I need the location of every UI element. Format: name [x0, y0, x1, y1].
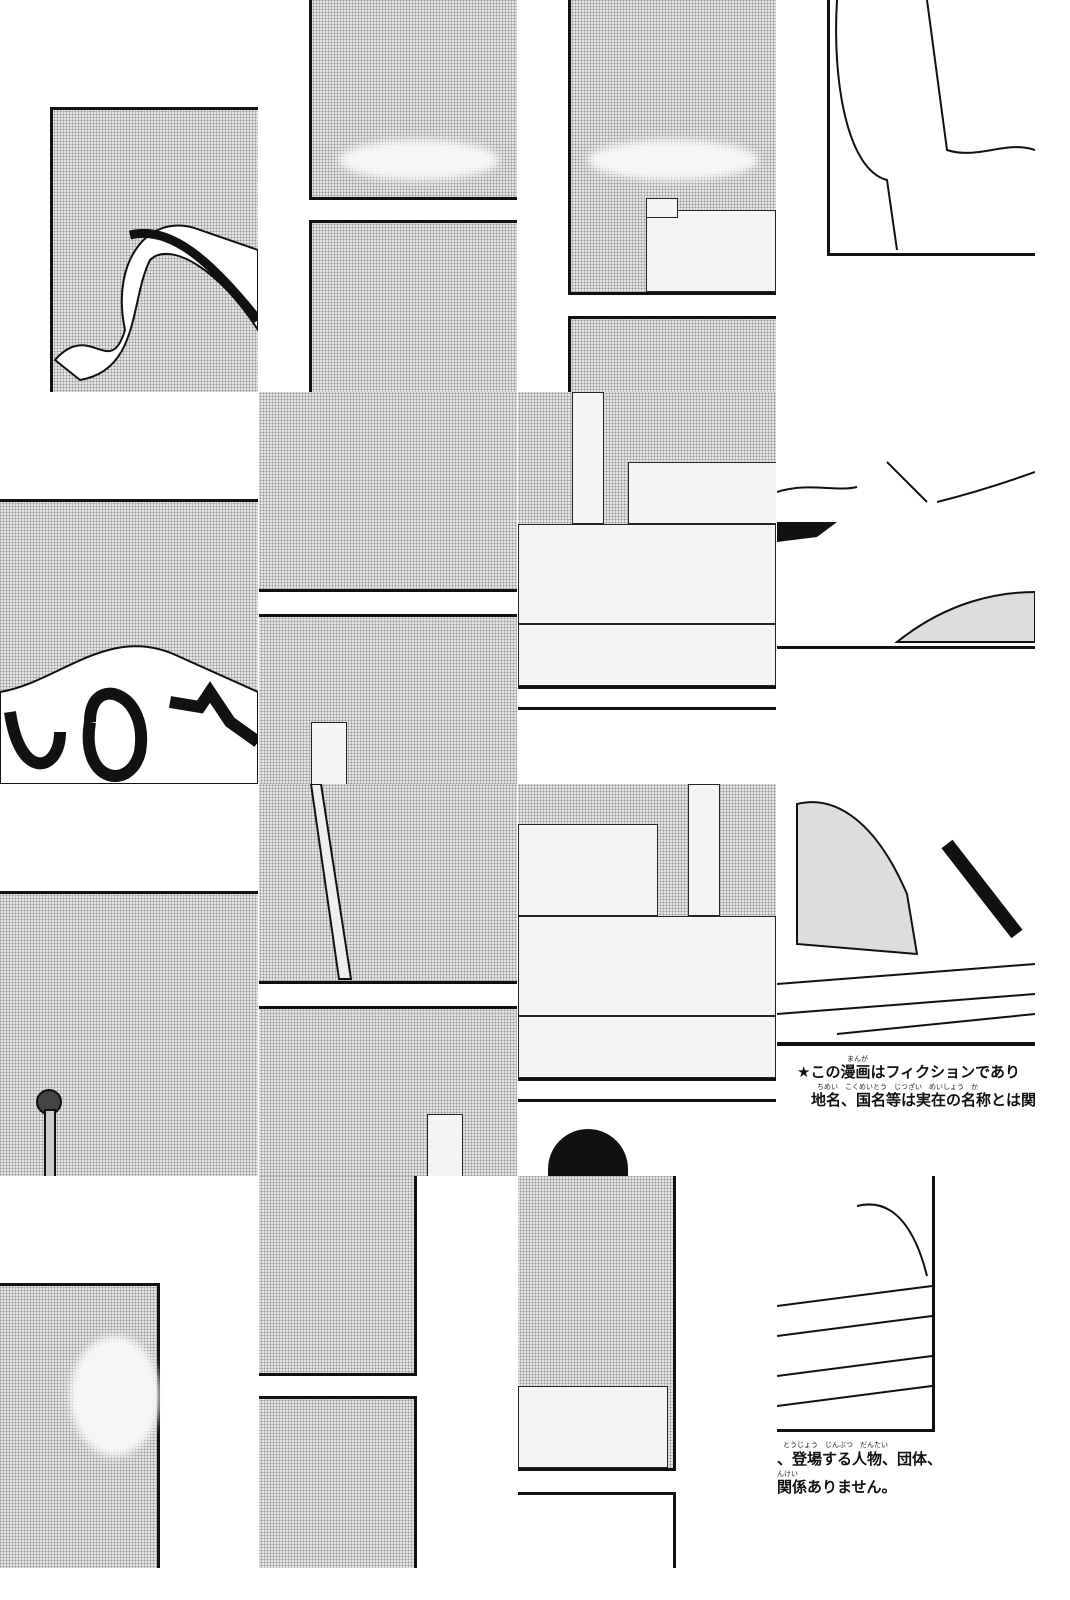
torso-drawing — [835, 0, 1035, 251]
manga-panel — [309, 220, 517, 392]
tile-sky-strips — [259, 1176, 517, 1568]
tile-bound-logs: とうじょう じんぶつ だんたい 、登場する人物、団体、 んけい 関係ありません。 — [777, 1176, 1035, 1568]
tile-sky-panels — [259, 0, 517, 392]
tile-flagpole-top — [0, 784, 258, 1176]
tower — [427, 1114, 463, 1176]
notice-line-4: 関係ありません。 — [777, 1478, 897, 1496]
tile-dragon-banner — [0, 392, 258, 784]
tower — [311, 722, 347, 784]
bound-logs-drawing — [777, 1203, 933, 1407]
pole-drawing — [309, 784, 353, 980]
tile-hands-poles — [777, 392, 1035, 784]
manga-panel — [518, 1492, 676, 1568]
manga-panel — [827, 0, 1035, 256]
notice-ruby-1: まんが — [847, 1055, 868, 1063]
notice-line-3: 、登場する人物、団体、 — [777, 1450, 943, 1468]
logs-drawing — [777, 801, 1035, 1035]
notice-line-1: ★この漫画はフィクションであり — [797, 1063, 1020, 1081]
tile-fortress-2 — [518, 1176, 776, 1568]
tile-person-logs: まんが ★この漫画はフィクションであり ちめい こくめいとう じつざい めいしょ… — [777, 784, 1035, 1176]
tile-citadel — [518, 392, 776, 784]
banner-drawing — [53, 224, 258, 382]
tile-character-torso — [777, 0, 1035, 392]
manga-panel — [259, 1396, 417, 1568]
notice-ruby-2: ちめい こくめいとう じつざい めいしょう か — [817, 1083, 978, 1091]
manga-panel — [259, 784, 517, 981]
hands-drawing — [777, 461, 1035, 643]
manga-panel — [259, 614, 517, 784]
manga-panel — [259, 1176, 417, 1376]
tile-sky-corner — [0, 1176, 258, 1568]
notice-ruby-4: んけい — [777, 1470, 798, 1478]
tile-banner-flag — [0, 0, 258, 392]
manga-panel — [259, 392, 517, 589]
tile-citadel-2 — [518, 784, 776, 1176]
manga-panel — [568, 316, 776, 392]
notice-line-2: 地名、国名等は実在の名称とは関 — [811, 1091, 1035, 1109]
fortress-wall — [646, 210, 776, 292]
tile-flagpole — [259, 784, 517, 1176]
notice-ruby-3: とうじょう じんぶつ だんたい — [783, 1441, 888, 1449]
tile-fortress — [518, 0, 776, 392]
tile-sky-tower — [259, 392, 517, 784]
manga-panel — [0, 891, 258, 1176]
manga-panel — [259, 1006, 517, 1176]
dragon-drawing — [0, 645, 258, 784]
